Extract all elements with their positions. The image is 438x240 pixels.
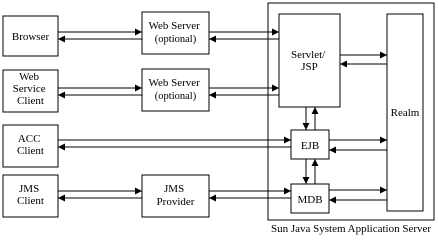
acc-client-label: ACC Client — [17, 133, 44, 157]
ejb-box — [290, 129, 330, 160]
mdb-box — [290, 183, 330, 214]
browser-box — [2, 15, 59, 57]
web-service-client-box — [2, 69, 59, 113]
jms-client-box — [2, 174, 59, 218]
realm-box — [386, 13, 424, 212]
web-server-1-label: Web Server (optional) — [148, 20, 202, 45]
servlet-jsp-box — [278, 13, 341, 108]
web-server-1-box — [141, 11, 210, 55]
mdb-label: MDB — [297, 194, 322, 206]
servlet-jsp-label: Servlet/ JSP — [291, 49, 328, 73]
realm-label: Realm — [391, 107, 420, 119]
jms-provider-label: JMS Provider — [157, 183, 195, 208]
ejb-label: EJB — [301, 140, 319, 152]
app-server-caption: Sun Java System Application Server — [271, 223, 431, 235]
web-server-2-label: Web Server (optional) — [148, 77, 202, 102]
browser-label: Browser — [12, 31, 50, 43]
web-service-client-label: Web Service Client — [13, 71, 49, 107]
web-server-2-box — [141, 68, 210, 112]
jms-provider-box — [141, 174, 210, 218]
jms-client-label: JMS Client — [17, 183, 44, 207]
